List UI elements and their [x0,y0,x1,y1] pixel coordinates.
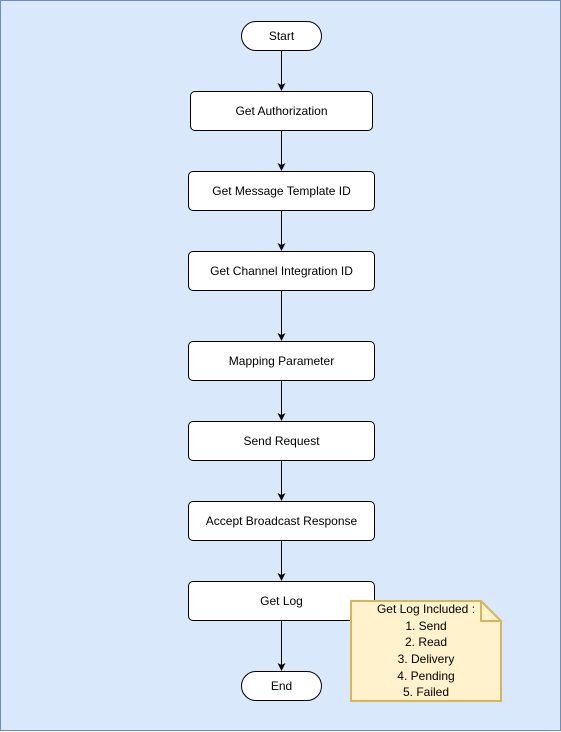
start-label: Start [268,29,295,43]
note-item: 3. Delivery [397,652,455,666]
mapping-parameter-step[interactable]: Mapping Parameter [188,341,375,381]
send-request-label: Send Request [243,434,320,448]
get-channel-integration-id-label: Get Channel Integration ID [210,264,353,278]
end-terminal[interactable]: End [241,671,322,701]
note-title: Get Log Included : [376,601,476,616]
get-log-label: Get Log [260,594,303,608]
end-label: End [270,679,293,693]
accept-broadcast-response-label: Accept Broadcast Response [205,514,358,528]
mapping-parameter-label: Mapping Parameter [228,354,335,368]
note-text: Get Log Included : 1. Send 2. Read 3. De… [350,600,502,702]
note-shape [350,600,502,702]
get-authorization-label: Get Authorization [235,104,328,118]
get-authorization-step[interactable]: Get Authorization [190,91,373,131]
get-log-note[interactable]: Get Log Included : 1. Send 2. Read 3. De… [350,600,502,702]
note-item: 2. Read [404,635,448,650]
note-item: 5. Failed [402,685,450,700]
start-terminal[interactable]: Start [241,21,322,51]
accept-broadcast-response-step[interactable]: Accept Broadcast Response [188,501,375,541]
get-log-step[interactable]: Get Log [188,581,375,621]
get-message-template-id-step[interactable]: Get Message Template ID [188,171,375,211]
note-item: 4. Pending [397,668,455,683]
get-message-template-id-label: Get Message Template ID [212,184,351,198]
get-channel-integration-id-step[interactable]: Get Channel Integration ID [188,251,375,291]
note-item: 1. Send [405,618,447,633]
send-request-step[interactable]: Send Request [188,421,375,461]
